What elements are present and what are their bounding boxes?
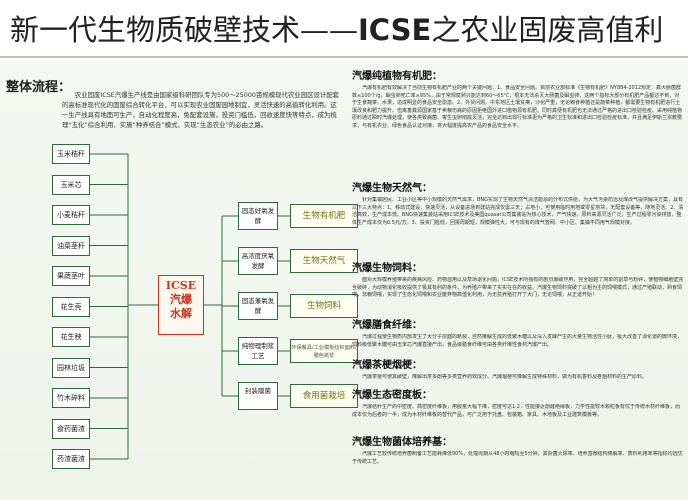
title-brand: ICSE — [358, 13, 432, 47]
product-section: 汽爆生物天然气： 针对集镇居民、工业小区等中小规模的天然气需求，BNG实现了生物天… — [352, 182, 684, 227]
section-title: 汽爆纯植物有机肥： — [352, 71, 442, 82]
product-section: 汽爆纯植物有机肥： 汽爆有机肥有效解决了当前生物有机肥产业的两个关键问题：1、食品… — [352, 70, 684, 131]
intro-paragraph: 农业固废ICSE汽爆生产线是由国家级科研团队专为500～25000亩规模现代农业… — [62, 91, 340, 129]
process-heading: 整体流程： — [6, 80, 72, 95]
source-material-box: 花生壳 — [52, 296, 90, 317]
output-product-box: 生物有机肥 — [290, 204, 358, 228]
title-bar: 新一代生物质破壁技术——ICSE之农业固废高值利 — [0, 0, 688, 58]
output-product-box: 生物天然气 — [290, 249, 358, 273]
core-line-1: ICSE — [165, 279, 197, 292]
section-title: 汽爆生物菌体培养基： — [352, 437, 452, 448]
section-title: 汽爆生物天然气： — [352, 183, 432, 194]
output-product-box: 环保餐具/工业模板纺织面料/膳色纸浆 — [290, 339, 358, 363]
process-step-box: 固态兼氧发酵 — [238, 292, 278, 320]
source-material-box: 玉米秸秆 — [52, 144, 90, 164]
source-material-box: 园林垃圾 — [52, 357, 90, 378]
product-section: 汽爆生物菌体培养基： 汽爆工艺较传统培养菌制备工艺能耗降低90%，处理周期从48小… — [352, 436, 684, 466]
section-text: 汽爆过程使生物质内部发生了大分子层面的断裂，自然降解生成的低聚木糖以及深入发酵产… — [352, 334, 683, 348]
section-title: 汽爆生态密度板： — [352, 390, 432, 401]
output-product-box: 食用菌栽培 — [290, 384, 358, 408]
flow-connectors — [90, 153, 290, 460]
source-material-box: 油菜茎秆 — [52, 235, 90, 256]
title-suffix: 之农业固废高值利 — [431, 13, 664, 47]
content-background — [0, 60, 688, 500]
product-section: 汽爆膳食纤维： 汽爆过程使生物质内部发生了大分子层面的断裂，自然降解生成的低聚木糖… — [352, 319, 684, 349]
section-text: 针对集镇居民、工业小区等中小规模的天然气需求，BNG实现了生物天然气清洁能源的分… — [352, 197, 684, 226]
product-section: 汽爆茶梗烟梗： 汽爆茶梗可使其破壁，降解出茶多酚等多类营养药效成分。汽爆烟梗可降解… — [352, 359, 684, 382]
source-material-box: 药渣菌渣 — [52, 449, 90, 469]
source-material-box: 食药菌渣 — [52, 418, 90, 439]
section-text: 汽爆茶梗可使其破壁，降解出茶多酚等多类营养药效成分。汽爆烟梗可降解生成特殊材料，… — [362, 374, 648, 380]
process-flow-diagram: 玉米秸秆玉米芯小麦秸秆油菜茎秆果蔬茎叶花生壳花生秧园林垃圾竹木碎料食药菌渣药渣菌… — [40, 140, 358, 490]
source-material-box: 玉米芯 — [52, 174, 90, 195]
process-step-box: 固态好氧发酵 — [238, 202, 278, 230]
product-section: 汽爆生态密度板： 汽爆秸秆生产的中密度、高密度纤维板，用胶量大幅下降，密度可达1.… — [352, 389, 684, 419]
section-text: 面对大规模养殖带来的疾病风险、药物滥用以及草场退化问题，ICSE技术所独有的剧烈… — [352, 277, 684, 299]
source-material-box: 小麦秸秆 — [52, 205, 90, 225]
process-step-box: 纯物理制浆工艺 — [238, 337, 278, 365]
section-title: 汽爆生物饲料： — [352, 263, 422, 274]
product-section: 汽爆生物饲料： 面对大规模养殖带来的疾病风险、药物滥用以及草场退化问题，ICSE技… — [352, 262, 684, 300]
page-title: 新一代生物质破壁技术——ICSE之农业固废高值利 — [10, 10, 686, 50]
section-text: 汽爆秸秆生产的中密度、高密度纤维板，用胶量大幅下降，密度可达1.2，性能接近酚醛… — [352, 404, 680, 418]
output-product-box: 生物饲料 — [290, 294, 358, 318]
source-material-box: 果蔬茎叶 — [52, 266, 90, 286]
core-icse-box: ICSE 汽爆 水解 — [158, 275, 204, 335]
section-text: 汽爆工艺较传统培养菌制备工艺能耗降低90%，处理周期从48小时缩短至5分钟，其杂… — [352, 451, 683, 465]
section-title: 汽爆膳食纤维： — [352, 320, 422, 331]
core-line-3: 水解 — [170, 307, 192, 320]
source-material-box: 竹木碎料 — [52, 388, 90, 408]
section-title: 汽爆茶梗烟梗： — [352, 360, 422, 371]
core-line-2: 汽爆 — [170, 293, 192, 306]
process-step-box: 高浓度厌氧发酵 — [238, 247, 278, 275]
section-text: 汽爆有机肥有效解决了当前生物有机肥产业的两个关键问题：1、食品安全问题。目前农业… — [352, 85, 683, 129]
process-step-box: 封装膜菌 — [238, 382, 278, 410]
source-material-box: 花生秧 — [52, 327, 90, 347]
title-prefix: 新一代生物质破壁技术—— — [10, 13, 359, 47]
